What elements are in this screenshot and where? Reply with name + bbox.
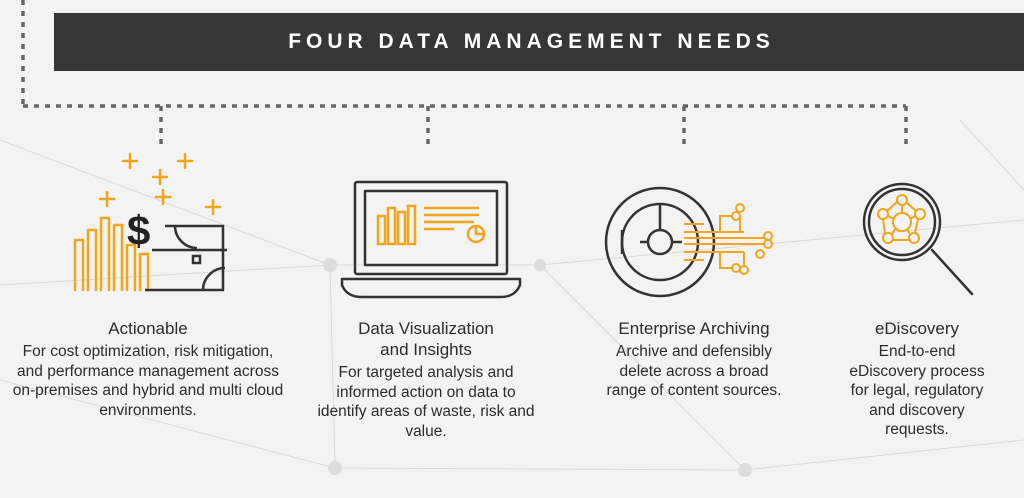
card-description: Archive and defensibly delete across a b… xyxy=(606,343,782,399)
card-title: Enterprise Archiving xyxy=(618,319,770,338)
page-title: FOUR DATA MANAGEMENT NEEDS xyxy=(288,30,775,53)
header-banner: FOUR DATA MANAGEMENT NEEDS xyxy=(54,13,1024,71)
card-title: eDiscovery xyxy=(874,319,960,338)
laptop-chart-icon xyxy=(340,180,522,299)
card-actionable: Actionable For cost optimization, risk m… xyxy=(8,318,288,420)
card-title: Data Visualization and Insights xyxy=(358,319,494,359)
vault-archive-icon xyxy=(604,186,773,298)
card-title: Actionable xyxy=(108,319,188,338)
card-ediscovery: eDiscovery End-to-end eDiscovery process… xyxy=(824,318,1010,440)
svg-text:$: $ xyxy=(127,207,150,254)
magnifier-network-icon xyxy=(862,182,974,296)
card-description: For targeted analysis and informed actio… xyxy=(317,364,535,440)
dotted-connectors xyxy=(21,0,908,150)
card-description: End-to-end eDiscovery process for legal,… xyxy=(849,343,985,438)
card-description: For cost optimization, risk mitigation, … xyxy=(12,343,284,419)
dollar-growth-icon: $ xyxy=(73,152,227,292)
card-data-visualization: Data Visualization and Insights For targ… xyxy=(306,318,546,441)
card-enterprise-archiving: Enterprise Archiving Archive and defensi… xyxy=(584,318,804,401)
